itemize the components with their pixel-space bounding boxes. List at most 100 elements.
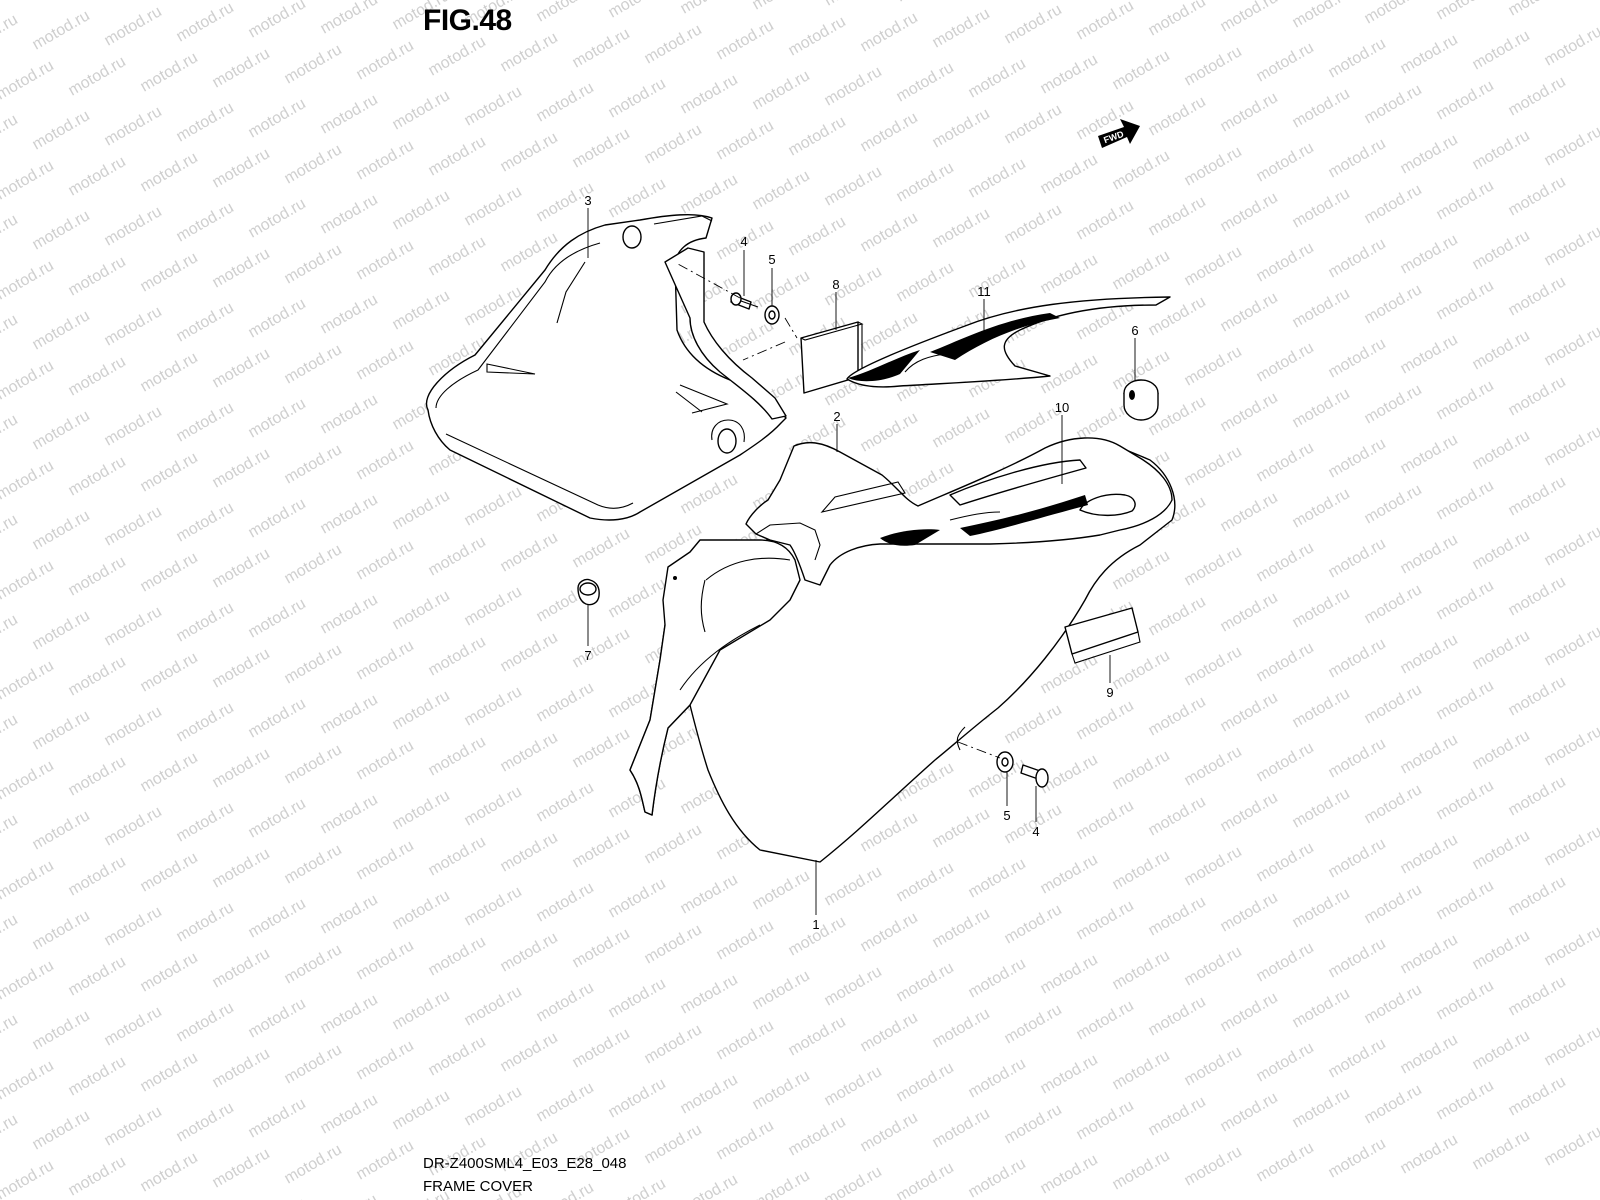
watermark-text: motod.ru — [426, 533, 489, 579]
watermark-text: motod.ru — [1146, 593, 1209, 639]
part-6-grommet — [1123, 379, 1159, 421]
watermark-text: motod.ru — [1002, 1001, 1065, 1047]
watermark-text: motod.ru — [750, 867, 813, 913]
watermark-text: motod.ru — [1542, 423, 1600, 469]
watermark-text: motod.ru — [750, 167, 813, 213]
watermark-text: motod.ru — [0, 957, 57, 1003]
watermark-text: motod.ru — [678, 1171, 741, 1200]
watermark-text: motod.ru — [534, 1079, 597, 1125]
watermark-text: motod.ru — [1038, 951, 1101, 997]
watermark-text: motod.ru — [606, 75, 669, 121]
fwd-arrow-label: FWD — [1102, 129, 1125, 146]
watermark-text: motod.ru — [66, 453, 129, 499]
watermark-text: motod.ru — [642, 121, 705, 167]
watermark-text: motod.ru — [822, 1063, 885, 1109]
watermark-text: motod.ru — [858, 9, 921, 55]
watermark-text: motod.ru — [102, 203, 165, 249]
watermark-text: motod.ru — [30, 807, 93, 853]
watermark-text: motod.ru — [1218, 289, 1281, 335]
watermark-text: motod.ru — [1470, 827, 1533, 873]
watermark-text: motod.ru — [66, 153, 129, 199]
watermark-text: motod.ru — [822, 263, 885, 309]
watermark-text: motod.ru — [246, 495, 309, 541]
watermark-text: motod.ru — [1218, 0, 1281, 35]
watermark-text: motod.ru — [1254, 1039, 1317, 1085]
watermark-text: motod.ru — [1326, 535, 1389, 581]
watermark-text: motod.ru — [1398, 731, 1461, 777]
watermark-text: motod.ru — [174, 399, 237, 445]
watermark-text: motod.ru — [1398, 231, 1461, 277]
watermark-text: motod.ru — [894, 1059, 957, 1105]
watermark-text: motod.ru — [1470, 27, 1533, 73]
watermark-text: motod.ru — [1182, 43, 1245, 89]
watermark-text: motod.ru — [1218, 689, 1281, 735]
watermark-text: motod.ru — [570, 1025, 633, 1071]
watermark-text: motod.ru — [102, 703, 165, 749]
watermark-text: motod.ru — [1002, 701, 1065, 747]
watermark-text: motod.ru — [1542, 223, 1600, 269]
watermark-text: motod.ru — [498, 929, 561, 975]
watermark-text: motod.ru — [1218, 389, 1281, 435]
watermark-text: motod.ru — [462, 683, 525, 729]
watermark-text: motod.ru — [354, 837, 417, 883]
watermark-text: motod.ru — [66, 853, 129, 899]
watermark-text: motod.ru — [30, 507, 93, 553]
watermark-text: motod.ru — [1362, 0, 1425, 27]
watermark-text: motod.ru — [174, 799, 237, 845]
watermark-text: motod.ru — [1398, 131, 1461, 177]
watermark-text: motod.ru — [282, 1041, 345, 1087]
watermark-text: motod.ru — [606, 875, 669, 921]
watermark-text: motod.ru — [282, 741, 345, 787]
watermark-text: motod.ru — [0, 1157, 57, 1200]
watermark-text: motod.ru — [498, 629, 561, 675]
watermark-text: motod.ru — [102, 303, 165, 349]
watermark-text: motod.ru — [1362, 681, 1425, 727]
watermark-text: motod.ru — [174, 999, 237, 1045]
watermark-text: motod.ru — [1038, 351, 1101, 397]
watermark-text: motod.ru — [1506, 73, 1569, 119]
callout-8: 8 — [832, 277, 839, 292]
part-5-washer-bottom — [996, 751, 1014, 773]
watermark-text: motod.ru — [1002, 101, 1065, 147]
watermark-text: motod.ru — [714, 1117, 777, 1163]
watermark-text: motod.ru — [1290, 0, 1353, 31]
watermark-text: motod.ru — [66, 353, 129, 399]
watermark-text: motod.ru — [1470, 227, 1533, 273]
watermark-text: motod.ru — [282, 41, 345, 87]
watermark-text: motod.ru — [1542, 323, 1600, 369]
callout-6: 6 — [1131, 323, 1138, 338]
watermark-text: motod.ru — [210, 845, 273, 891]
watermark-text: motod.ru — [174, 1099, 237, 1145]
watermark-text: motod.ru — [0, 57, 57, 103]
watermark-text: motod.ru — [930, 205, 993, 251]
watermark-text: motod.ru — [102, 903, 165, 949]
watermark-text: motod.ru — [1434, 477, 1497, 523]
watermark-text: motod.ru — [1398, 431, 1461, 477]
watermark-text: motod.ru — [1290, 685, 1353, 731]
watermark-text: motod.ru — [426, 133, 489, 179]
watermark-text: motod.ru — [894, 1159, 957, 1200]
watermark-text: motod.ru — [1290, 385, 1353, 431]
watermark-text: motod.ru — [354, 637, 417, 683]
watermark-text: motod.ru — [426, 1033, 489, 1079]
watermark-text: motod.ru — [1506, 273, 1569, 319]
watermark-text: motod.ru — [30, 707, 93, 753]
watermark-text: motod.ru — [1398, 1131, 1461, 1177]
callout-9: 9 — [1106, 685, 1113, 700]
watermark-text: motod.ru — [462, 983, 525, 1029]
watermark-text: motod.ru — [210, 245, 273, 291]
watermark-text: motod.ru — [1146, 793, 1209, 839]
part-11-decal — [846, 296, 1171, 388]
watermark-text: motod.ru — [1038, 851, 1101, 897]
watermark-text: motod.ru — [30, 907, 93, 953]
watermark-text: motod.ru — [1182, 643, 1245, 689]
watermark-text: motod.ru — [1074, 897, 1137, 943]
watermark-text: motod.ru — [426, 633, 489, 679]
watermark-text: motod.ru — [66, 953, 129, 999]
watermark-text: motod.ru — [246, 595, 309, 641]
watermark-text: motod.ru — [1398, 1031, 1461, 1077]
watermark-text: motod.ru — [1326, 1035, 1389, 1081]
watermark-text: motod.ru — [1434, 77, 1497, 123]
watermark-text: motod.ru — [1362, 781, 1425, 827]
